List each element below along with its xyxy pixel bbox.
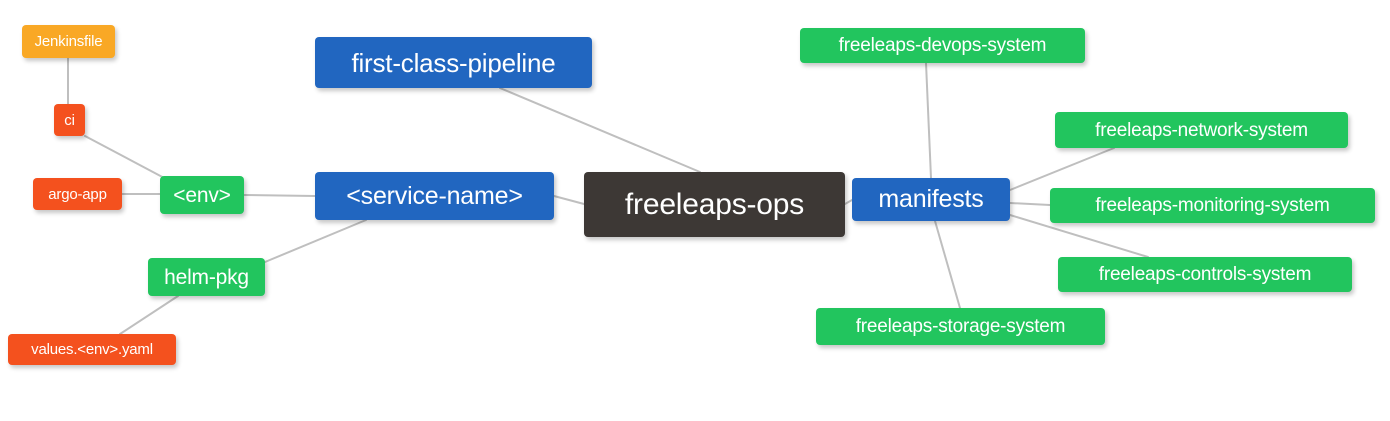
node-first-class-pipeline[interactable]: first-class-pipeline [315, 37, 592, 88]
node-manifests[interactable]: manifests [852, 178, 1010, 221]
edge-env-to-ci [84, 135, 169, 181]
node-label-ci: ci [64, 111, 75, 129]
node-ci[interactable]: ci [54, 104, 85, 136]
edge-freeleaps-ops-to-service-name [553, 195, 585, 205]
node-argo-app[interactable]: argo-app [33, 178, 122, 210]
edge-freeleaps-ops-to-manifests [844, 199, 853, 205]
node-label-values-env-yaml: values.<env>.yaml [31, 341, 153, 358]
edge-manifests-to-freeleaps-devops-system [925, 62, 932, 179]
node-env[interactable]: <env> [160, 176, 244, 214]
node-freeleaps-monitoring-system[interactable]: freeleaps-monitoring-system [1050, 188, 1375, 223]
node-helm-pkg[interactable]: helm-pkg [148, 258, 265, 296]
node-label-freeleaps-monitoring-system: freeleaps-monitoring-system [1095, 195, 1330, 216]
edge-manifests-to-freeleaps-storage-system [934, 220, 961, 309]
edge-helm-pkg-to-values-env-yaml [119, 295, 179, 335]
node-label-freeleaps-controls-system: freeleaps-controls-system [1098, 264, 1312, 285]
node-label-env: <env> [173, 183, 231, 207]
node-label-freeleaps-devops-system: freeleaps-devops-system [838, 35, 1047, 56]
edge-manifests-to-freeleaps-network-system [1009, 147, 1115, 191]
edge-freeleaps-ops-to-first-class-pipeline [499, 87, 701, 173]
node-freeleaps-storage-system[interactable]: freeleaps-storage-system [816, 308, 1105, 345]
node-label-manifests: manifests [878, 185, 984, 213]
node-label-freeleaps-network-system: freeleaps-network-system [1095, 119, 1308, 141]
node-freeleaps-ops[interactable]: freeleaps-ops [584, 172, 845, 237]
node-freeleaps-network-system[interactable]: freeleaps-network-system [1055, 112, 1348, 148]
node-freeleaps-devops-system[interactable]: freeleaps-devops-system [800, 28, 1085, 63]
edge-service-name-to-env [243, 194, 316, 197]
node-label-service-name: <service-name> [346, 181, 523, 210]
node-label-freeleaps-storage-system: freeleaps-storage-system [855, 316, 1066, 337]
node-label-first-class-pipeline: first-class-pipeline [351, 47, 556, 78]
node-service-name[interactable]: <service-name> [315, 172, 554, 220]
node-label-jenkinsfile: Jenkinsfile [34, 33, 103, 50]
node-jenkinsfile[interactable]: Jenkinsfile [22, 25, 115, 58]
node-freeleaps-controls-system[interactable]: freeleaps-controls-system [1058, 257, 1352, 292]
node-values-env-yaml[interactable]: values.<env>.yaml [8, 334, 176, 365]
edge-manifests-to-freeleaps-monitoring-system [1009, 202, 1051, 206]
edge-service-name-to-helm-pkg [264, 219, 367, 263]
node-label-freeleaps-ops: freeleaps-ops [624, 187, 805, 221]
node-label-helm-pkg: helm-pkg [164, 265, 249, 289]
node-label-argo-app: argo-app [48, 185, 107, 203]
